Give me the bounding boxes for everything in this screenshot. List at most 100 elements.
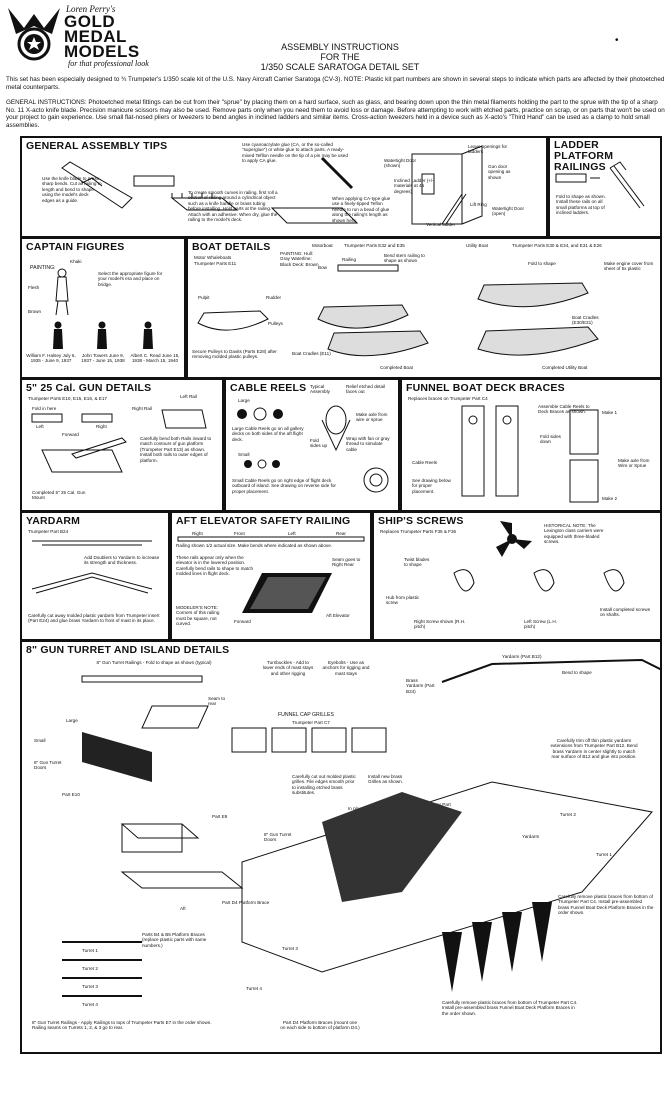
boat-cradles-e11: Boat Cradles (E11)	[292, 351, 331, 356]
motorboat-parts: Trumpeter Parts E32 and E35	[344, 243, 405, 248]
tip-vertical-ladder: Vertical ladder	[426, 222, 456, 227]
part-e10-label: Part E10	[62, 792, 80, 797]
panel-aft-elevator-railing: AFT ELEVATOR SAFETY RAILING Right Front …	[170, 511, 372, 641]
funnel-brace-drawings	[461, 405, 599, 503]
painting-label: PAINTING:	[30, 265, 56, 271]
general-instructions: GENERAL INSTRUCTIONS: Photoetched metal …	[6, 99, 665, 129]
panel-general-assembly-tips: GENERAL ASSEMBLY TIPS Use the knife blad…	[20, 136, 548, 238]
c4-braces-note-1: Carefully remove plastic braces from bot…	[558, 894, 654, 916]
logo-line-medal: MEDAL	[64, 27, 127, 46]
turret-railings-note: 8" Gun Turret Railings - Fold to shape a…	[96, 660, 212, 665]
completed-boat-label: Completed Boat	[380, 365, 413, 370]
bow-label: Bow	[318, 265, 327, 270]
utility-boat-parts: Trumpeter Parts E30 & E34, and E31 & E26	[512, 243, 602, 248]
turret-doors-label: 8" Gun Turret Doors	[34, 760, 62, 771]
yardarm-drawings	[31, 540, 153, 594]
turnbuckles-note: Turnbuckles - Add to lower ends of mast …	[262, 660, 314, 676]
intro-paragraph: This set has been especially designed to…	[6, 76, 665, 91]
motor-whaleboats-label: Motor Whaleboats	[194, 255, 232, 260]
hub-note: Hub from plastic screw	[386, 595, 420, 606]
title-line-3: 1/350 SCALE SARATOGA DETAIL SET	[260, 62, 420, 72]
tip-ca-glue: When applying CA-type glue use a finely-…	[332, 196, 391, 223]
fold-sides-note: Fold sides up	[310, 438, 328, 449]
panel-funnel-boat-deck-braces: FUNNEL BOAT DECK BRACES Replaces braces …	[400, 378, 662, 512]
seam-note: Seam goes to Right Rear	[332, 557, 361, 568]
turret-row-3: Turret 3	[82, 984, 98, 989]
seam-to-rear-label: Seam to rear	[208, 696, 226, 707]
rail-right-label: Right	[192, 531, 203, 536]
color-khaki: Khaki	[70, 259, 82, 264]
rail-front-label: Front	[234, 531, 245, 536]
historical-note: HISTORICAL NOTE: The Lexington class car…	[544, 523, 604, 545]
bend-shape-label: Bend to shape	[562, 670, 592, 675]
tip-lift-ring: Lift Ring	[470, 202, 487, 207]
panel-ladder-platform-railings: LADDER PLATFORM RAILINGS Fold to shape a…	[548, 136, 662, 238]
logo-subtitle: Loren Perry's	[66, 4, 116, 14]
elevator-drawings	[177, 536, 365, 613]
turret-row-2: Turret 2	[82, 966, 98, 971]
figure-read: Albert C. Read June 15, 1938 - March 15,…	[130, 353, 180, 364]
left-screw-label: Left Screw (L.H. pitch)	[524, 619, 557, 630]
gun-parts: Trumpeter Parts E10, E15, E16, & E17	[28, 396, 107, 401]
motor-whaleboats-parts: Trumpeter Parts E11	[194, 261, 237, 266]
see-drawing-note: See drawing below for proper placement.	[412, 478, 451, 494]
screw-drawings	[453, 521, 625, 592]
small-reel-note: Small Cable Reels go on right edge of fl…	[232, 478, 336, 494]
panel-title: BOAT DETAILS	[192, 241, 271, 253]
c4-braces-note-2: Carefully remove plastic braces from bot…	[442, 1000, 578, 1016]
turret-4-label: Turret 4	[246, 986, 262, 991]
small-reel-label: Small	[238, 452, 250, 457]
wrap-note: Wrap with fan or gray thread to simulate…	[346, 436, 390, 452]
ladder-note: Fold to shape as shown. Install these ra…	[556, 194, 606, 216]
boat-drawings	[197, 264, 599, 357]
tip-curves: To create smooth curves in railing, firs…	[188, 190, 278, 223]
utility-boat-label: Utility Boat	[466, 243, 488, 248]
cut-grilles-note: Carefully cut out molded plastic grilles…	[292, 774, 356, 796]
tip-ladder-openings: Leave openings for ladders	[468, 144, 508, 155]
general-tips-drawings	[61, 145, 483, 225]
funnel-grilles-parts: Trumpeter Part C7	[292, 720, 330, 725]
color-brown: Brown	[28, 309, 42, 314]
bend-stern-note: Bend stern railing to shape as shown	[384, 253, 425, 264]
tip-inclined-ladder: Inclined Ladder (+/- materials at 45 deg…	[394, 178, 434, 194]
turret-railing-note: 8" Gun Turret Railings - Apply Railings …	[32, 1020, 212, 1031]
large-door-label: Large	[66, 718, 78, 723]
railing-scale-note: Railing shown 1/2 actual size. Make bend…	[176, 543, 333, 548]
relief-label: Relief etched detail faces out	[346, 384, 386, 395]
turret-2-label: Turret 2	[560, 812, 576, 817]
painting-note: PAINTING: Hull: Gray Waterline: Black De…	[280, 251, 319, 267]
turret-row-4: Turret 4	[82, 1002, 98, 1007]
yardarm-cut-note: Carefully cut away molded plastic yardar…	[28, 613, 160, 624]
panel-turret-island-details: 8" GUN TURRET AND ISLAND DETAILS 8" Gun …	[20, 640, 662, 1054]
brass-yardarm-label: Brass Yardarm (Part B24)	[406, 678, 435, 694]
figure-drawings	[53, 268, 153, 349]
right-label: Right	[96, 424, 107, 429]
turret-island-drawings	[62, 658, 660, 997]
turret-row-1: Turret 1	[82, 948, 98, 953]
panel-title: AFT ELEVATOR SAFETY RAILING	[176, 515, 351, 527]
d4-platform-braces-note: Part D4 Platform Braces (mount one on ea…	[280, 1020, 360, 1031]
completed-utility-label: Completed Utility Boat	[542, 365, 588, 370]
rail-left-label: Left	[288, 531, 296, 536]
eyebolts-note: Eyebolts - Use as anchors for rigging an…	[322, 660, 370, 676]
cable-reels-label: Cable Reels	[412, 460, 438, 465]
rail-rear-label: Rear	[336, 531, 346, 536]
axle-note: Make axle from wire or sprue	[356, 412, 388, 423]
panel-title: 8" GUN TURRET AND ISLAND DETAILS	[26, 644, 230, 656]
make-one-label: Make 1	[602, 410, 618, 415]
twist-blades-note: Twist blades to shape	[404, 557, 430, 568]
modelers-note: MODELER'S NOTE: Corners of this railing …	[176, 605, 220, 627]
funnel-braces-parts: Replaces braces on Trumpeter Part C4	[408, 396, 488, 401]
logo-line-models: MODELS	[64, 42, 140, 61]
panel-boat-details: BOAT DETAILS Motor Whaleboats Trumpeter …	[186, 237, 662, 379]
logo-line-gold: GOLD	[64, 12, 116, 31]
turret-doors-label-2: 8" Gun Turret Doors	[264, 832, 292, 843]
figure-towers: John Towers June 9, 1937 - June 15, 1938	[81, 353, 125, 364]
logo: Loren Perry's GOLD MEDAL MODELS for that…	[6, 4, 196, 68]
install-grilles-note: Install new brass Grilles as shown.	[368, 774, 403, 785]
tip-gun-door: Gun door opening as shown	[488, 164, 511, 180]
title-line-2: FOR THE	[320, 52, 360, 62]
yardarm-label: Yardarm	[522, 834, 540, 839]
forward-label: Forward	[62, 432, 79, 437]
bullet-mark: •	[615, 35, 619, 46]
